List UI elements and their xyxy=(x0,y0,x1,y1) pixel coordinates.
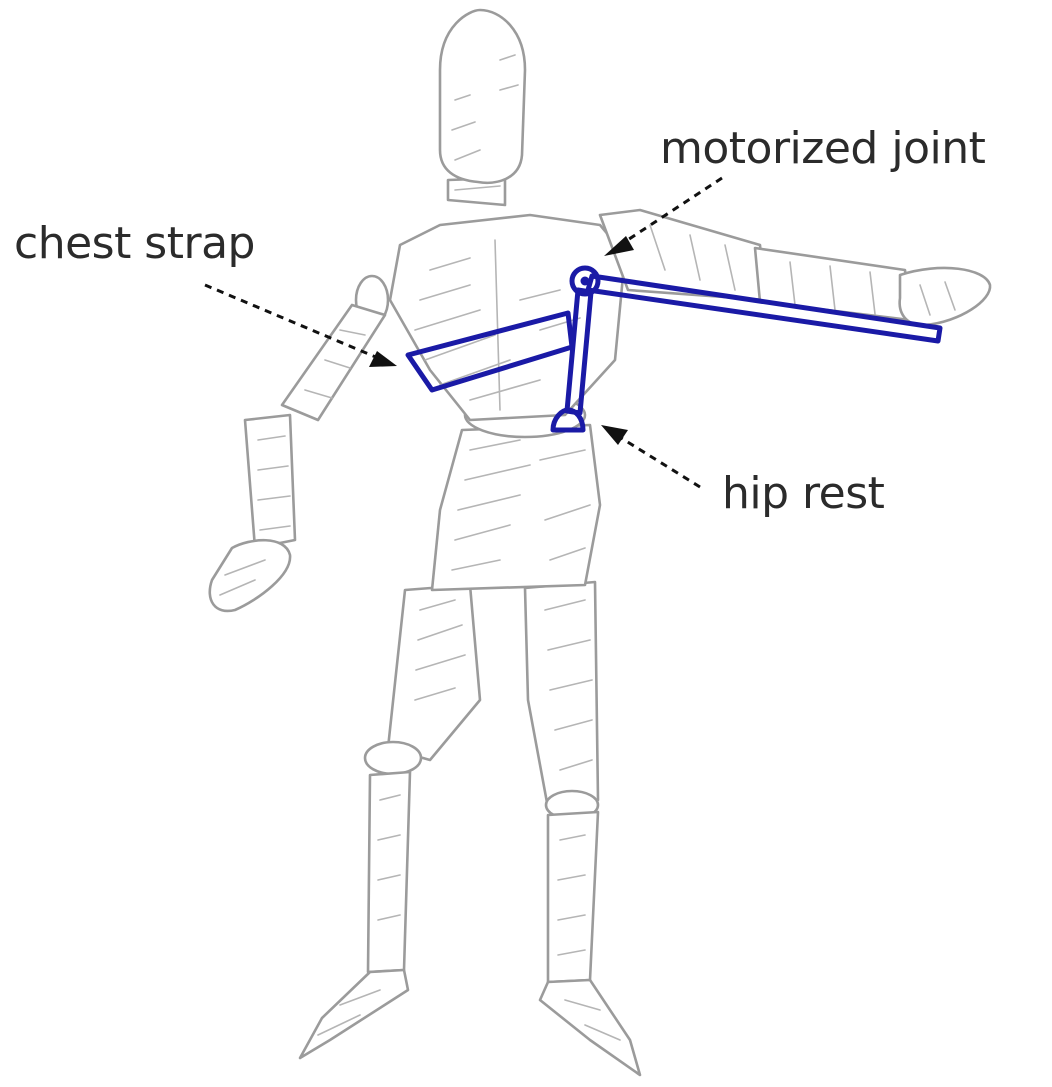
chest-strap-arrowhead xyxy=(369,351,397,367)
motorized-joint-label: motorized joint xyxy=(660,123,986,174)
chest-strap-label: chest strap xyxy=(14,218,255,269)
hip-rest-label: hip rest xyxy=(722,468,885,519)
motorized-joint-center xyxy=(581,277,590,286)
pelvis xyxy=(432,393,600,590)
right-leg xyxy=(525,582,640,1075)
hip-rest-arrowhead xyxy=(601,425,628,445)
hip-rest-arrow xyxy=(618,436,700,487)
left-leg xyxy=(300,585,480,1058)
left-arm xyxy=(210,276,388,611)
head xyxy=(440,10,525,205)
